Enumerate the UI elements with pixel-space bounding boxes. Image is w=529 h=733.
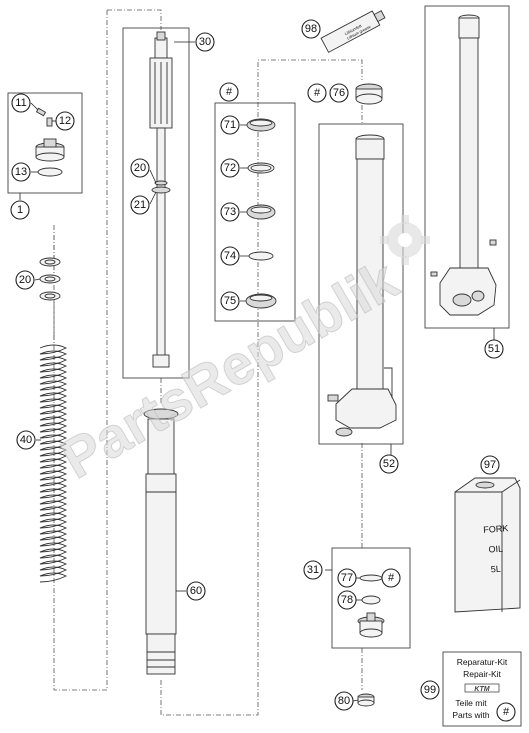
svg-text:12: 12 [59, 115, 71, 127]
svg-text:30: 30 [199, 36, 211, 48]
svg-text:60: 60 [190, 585, 202, 597]
callout-71: 71 [220, 115, 240, 135]
watermark-text: PartsRepublik [51, 247, 409, 490]
callout-12: 12 [55, 111, 75, 131]
svg-text:31: 31 [307, 564, 319, 576]
group-box-rings [214, 102, 296, 322]
callout-52: 52 [379, 454, 399, 474]
gear-icon [380, 215, 430, 265]
svg-text:74: 74 [224, 250, 236, 262]
group-box-51 [424, 5, 510, 340]
oil-can-label-line2: OIL [488, 544, 503, 555]
repair-kit-hash: # [503, 706, 510, 718]
oil-can-label-line3: 5L [490, 564, 501, 575]
group-box-52 [318, 123, 404, 455]
callout-98: 98 [301, 19, 321, 39]
group-box-30 [122, 27, 195, 379]
svg-text:98: 98 [305, 23, 317, 35]
svg-text:#: # [314, 87, 321, 99]
outer-tube-part-60 [143, 408, 186, 675]
callout-30: 30 [195, 32, 215, 52]
group-box-1 [7, 92, 83, 200]
cap-part [35, 138, 65, 162]
group-box-31 [325, 547, 411, 649]
svg-text:13: 13 [15, 166, 27, 178]
svg-text:72: 72 [224, 162, 236, 174]
callout-13: 13 [11, 162, 31, 182]
callout-21: 21 [130, 195, 150, 215]
seal-part-80 [352, 693, 375, 707]
repair-kit-line4: Parts with [452, 710, 490, 720]
svg-text:51: 51 [488, 343, 500, 355]
callout-20b: 20 [130, 158, 150, 178]
svg-text:20: 20 [19, 274, 31, 286]
shims-part-20 [34, 257, 61, 301]
valve-part-12 [46, 117, 53, 127]
callouts: 11 12 13 1 20 40 30 20 21 60 # 71 72 73 … [10, 19, 504, 711]
oil-can-part-97: FORK OIL 5L [454, 477, 521, 613]
svg-text:KTM: KTM [474, 686, 489, 693]
svg-text:1: 1 [17, 204, 23, 216]
callout-97: 97 [480, 455, 500, 475]
callout-77-hash: # [381, 568, 401, 588]
callout-60: 60 [186, 581, 206, 601]
svg-text:40: 40 [20, 434, 32, 446]
svg-text:76: 76 [333, 87, 345, 99]
svg-text:73: 73 [224, 206, 236, 218]
callout-11: 11 [11, 93, 31, 113]
callout-77: 77 [337, 568, 357, 588]
grease-tube-part-98: Lithiumfett Lithium grease [320, 10, 386, 53]
seal-part-76 [355, 83, 383, 105]
svg-text:75: 75 [224, 295, 236, 307]
svg-text:21: 21 [134, 199, 146, 211]
ktm-logo-icon: KTM [464, 683, 500, 693]
repair-kit-line3: Teile mit [455, 698, 487, 708]
callout-76: 76 [329, 83, 349, 103]
oil-can-label-line1: FORK [483, 523, 509, 535]
svg-text:52: 52 [383, 458, 395, 470]
repair-kit-line1: Reparatur-Kit [457, 657, 508, 667]
callout-80: 80 [334, 691, 354, 711]
callout-51: 51 [484, 339, 504, 359]
repair-kit-line2: Repair-Kit [463, 669, 501, 679]
callout-1: 1 [10, 200, 30, 220]
svg-text:97: 97 [484, 459, 496, 471]
callout-20a: 20 [15, 270, 35, 290]
svg-text:99: 99 [424, 684, 436, 696]
svg-text:#: # [226, 86, 233, 98]
callout-31: 31 [303, 560, 323, 580]
callout-74: 74 [220, 246, 240, 266]
spring-part-40 [36, 344, 68, 583]
callout-78: 78 [337, 590, 357, 610]
svg-text:20: 20 [134, 162, 146, 174]
callout-99: 99 [420, 680, 440, 700]
svg-text:71: 71 [224, 119, 236, 131]
svg-text:80: 80 [338, 695, 350, 707]
repair-kit-label: Reparatur-Kit Repair-Kit KTM Teile mit P… [442, 651, 522, 727]
callout-73: 73 [220, 202, 240, 222]
callout-75: 75 [220, 291, 240, 311]
svg-text:#: # [388, 572, 395, 584]
callout-72: 72 [220, 158, 240, 178]
o-ring-part-13 [37, 167, 63, 177]
svg-text:11: 11 [15, 97, 26, 109]
callout-rings-hash: # [219, 82, 239, 102]
svg-text:78: 78 [341, 594, 353, 606]
callout-40: 40 [16, 430, 36, 450]
callout-76-hash: # [307, 83, 327, 103]
svg-text:77: 77 [341, 572, 353, 584]
